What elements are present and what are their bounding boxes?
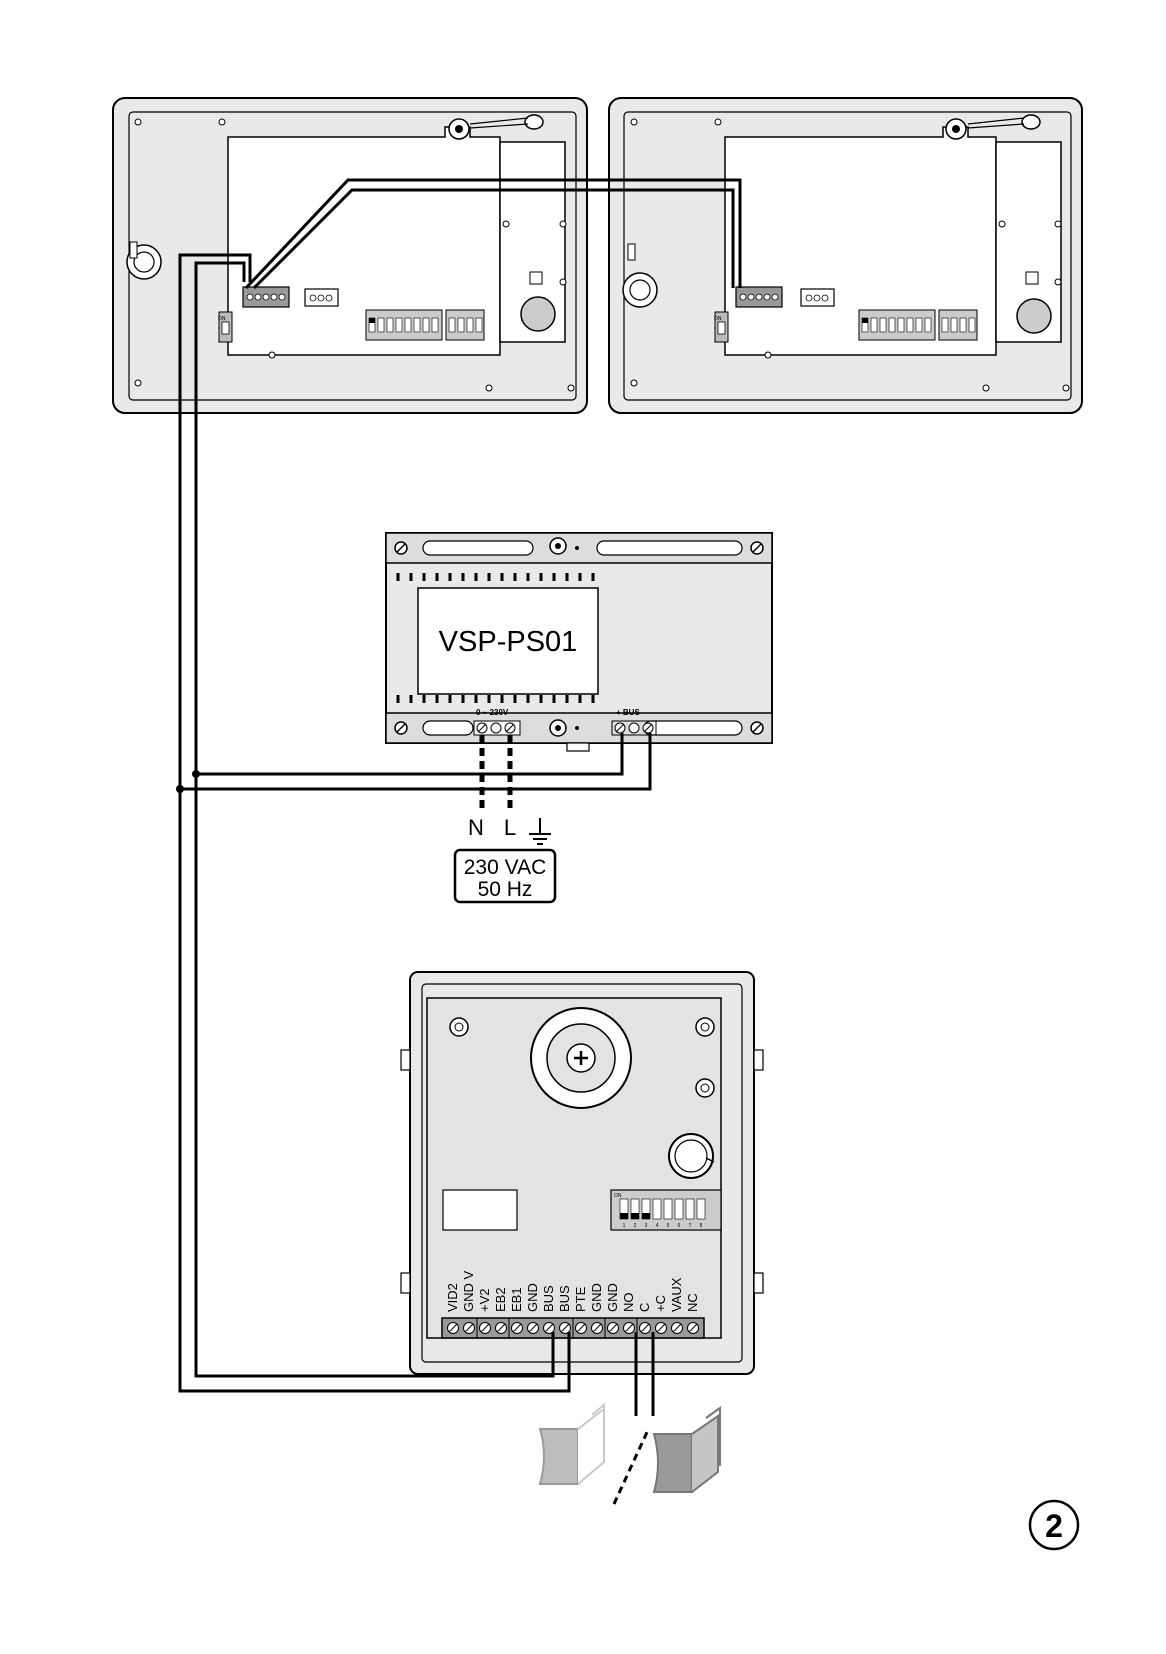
door-panel: ON 1 2 3 4 5 6 7 8 VID2 GND V +V2 EB2 EB… (400, 971, 764, 1375)
panel-dip-number: 4 (656, 1223, 659, 1229)
bus-wires (178, 253, 652, 1393)
monitor-right: ON (608, 97, 1083, 414)
panel-dip-number: 3 (645, 1223, 648, 1229)
panel-dip-number: 6 (678, 1223, 681, 1229)
page-number: 2 (1045, 1508, 1063, 1544)
terminal-label: EB2 (493, 1287, 508, 1312)
junction-dot (192, 770, 200, 778)
terminal-label: GND (589, 1283, 604, 1312)
panel-dip-number: 2 (634, 1223, 637, 1229)
terminal-label: GND (525, 1283, 540, 1312)
power-supply-bus-label: + BUS - (616, 708, 645, 717)
mains-frequency-label: 50 Hz (478, 878, 533, 901)
monitor-left: ON (112, 97, 588, 414)
terminal-label: NC (685, 1293, 700, 1312)
mains-line-label: L (504, 815, 516, 840)
terminal-label: NO (621, 1293, 636, 1313)
lock-wires (634, 1332, 655, 1416)
mains-neutral-label: N (468, 815, 484, 840)
terminal-label: BUS (541, 1285, 556, 1312)
terminal-label: VID2 (445, 1283, 460, 1312)
dip-on-label: ON (218, 316, 226, 322)
terminal-label: VAUX (669, 1277, 684, 1312)
actuation-dash (612, 1429, 650, 1505)
terminal-label: +C (653, 1295, 668, 1312)
terminal-label: EB1 (509, 1287, 524, 1312)
power-supply-model-label: VSP-PS01 (439, 626, 578, 658)
mains-voltage-label: 230 VAC (464, 856, 547, 879)
terminal-label: BUS (557, 1285, 572, 1312)
terminal-label: +V2 (477, 1289, 492, 1313)
mains-box: 230 VAC 50 Hz (453, 848, 557, 904)
panel-dip-on-label: ON (614, 1193, 622, 1199)
terminal-label: GND V (461, 1271, 476, 1313)
page-number-badge: 2 (1028, 1499, 1080, 1551)
panel-dip-number: 8 (700, 1223, 703, 1229)
dip-on-label: ON (714, 316, 722, 322)
lock-open-icon (538, 1402, 605, 1485)
power-supply: VSP-PS01 0 ~ 230V + BUS - (385, 532, 773, 752)
earth-icon (529, 818, 551, 845)
panel-dip-number: 7 (689, 1223, 692, 1229)
monitor-link-wires (244, 178, 742, 290)
lock-closed-icon (652, 1406, 721, 1493)
terminal-label: PTE (573, 1286, 588, 1312)
power-supply-input-label: 0 ~ 230V (476, 708, 509, 717)
junction-dot (176, 785, 184, 793)
terminal-label: C (637, 1303, 652, 1312)
panel-dip-number: 1 (623, 1223, 626, 1229)
terminal-label: GND (605, 1283, 620, 1312)
panel-dip-number: 5 (667, 1223, 670, 1229)
